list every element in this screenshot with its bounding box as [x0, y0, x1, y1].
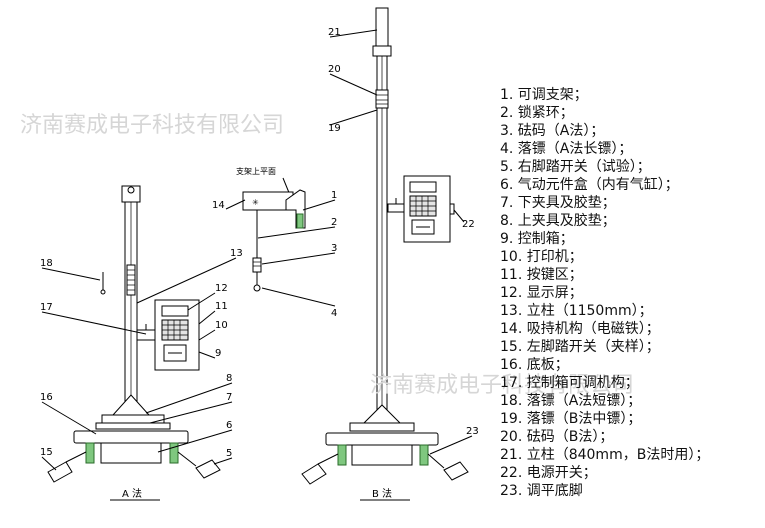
callout-16: 16: [40, 392, 53, 403]
callout-13: 13: [230, 248, 243, 259]
callout-18: 18: [40, 258, 53, 269]
legend-item: 1. 可调支架；: [500, 87, 588, 103]
callout-11: 11: [215, 301, 228, 312]
legend-item: 23. 调平底脚: [500, 483, 583, 499]
callouts: 1 2 3 4 5 6 7 8 9 10 11 12 13 14 15 16 1…: [40, 27, 479, 459]
caption-method-b: B 法: [372, 487, 392, 500]
a-display: [161, 305, 189, 317]
b-right-foot-switch: [427, 453, 469, 481]
parts-legend: 1. 可调支架； 2. 锁紧环； 3. 砝码（A法）； 4. 落镖（A法长镖）；…: [500, 87, 709, 499]
b-upper-clamp: [349, 422, 415, 432]
a-clamp-cone: [111, 394, 151, 416]
a-lower-clamp: [95, 422, 171, 430]
callout-3: 3: [331, 243, 337, 254]
legend-item: 19. 落镖（B法中镖）；: [500, 411, 641, 427]
callout-21: 21: [328, 27, 341, 38]
b-magnet-head: [372, 45, 392, 57]
callout-23: 23: [466, 426, 479, 437]
legend-item: 11. 按键区；: [500, 267, 583, 283]
callout-17: 17: [40, 302, 53, 313]
b-display: [409, 181, 437, 193]
callout-12: 12: [215, 283, 228, 294]
legend-item: 13. 立柱（1150mm）；: [500, 303, 653, 319]
b-left-foot-switch: [301, 453, 339, 485]
legend-item: 9. 控制箱；: [500, 231, 574, 247]
legend-item: 10. 打印机；: [500, 248, 583, 265]
a-base-plate: [73, 430, 189, 444]
callout-6: 6: [226, 420, 232, 431]
leader-lines: [41, 29, 473, 471]
a-left-foot-switch: [47, 451, 87, 483]
legend-item: 14. 吸持机构（电磁铁）；: [500, 321, 660, 337]
a-foot-left: [85, 442, 95, 464]
callout-7: 7: [226, 392, 232, 403]
b-clamp-cone: [362, 404, 402, 424]
legend-item: 7. 下夹具及胶垫；: [500, 194, 616, 211]
power-switch: [449, 203, 455, 215]
b-pneumatic-box: [351, 444, 413, 466]
a-method-assembly: A 法: [47, 185, 221, 501]
bracket-detail: 支架上平面 ✳: [236, 166, 306, 292]
dart-head: [253, 284, 261, 292]
legend-item: 5. 右脚踏开关（试验）；: [500, 159, 651, 175]
legend-item: 8. 上夹具及胶垫；: [500, 212, 616, 229]
callout-15: 15: [40, 447, 53, 458]
a-keypad: [161, 319, 189, 341]
legend-item: 4. 落镖（A法长镖）；: [500, 141, 632, 157]
b-foot-left: [337, 444, 347, 466]
callout-19: 19: [328, 123, 341, 134]
b-foot-right: [419, 444, 429, 466]
watermark-bottom: 济南赛成电子科技有限公司: [370, 373, 634, 398]
callout-22: 22: [462, 219, 475, 230]
b-keypad: [409, 195, 437, 217]
b-column-top: [375, 7, 389, 47]
a-pneumatic-box: [100, 442, 162, 464]
b-method-assembly: B 法: [301, 7, 469, 501]
legend-item: 16. 底板；: [500, 357, 569, 373]
callout-8: 8: [226, 373, 232, 384]
control-box-adjust: [136, 329, 156, 341]
legend-item: 18. 落镖（A法短镖）；: [500, 393, 641, 409]
locking-ring: [296, 213, 304, 229]
legend-item: 22. 电源开关；: [500, 465, 597, 481]
legend-item: 2. 锁紧环；: [500, 105, 574, 121]
watermark-top: 济南赛成电子科技有限公司: [20, 113, 284, 138]
svg-text:✳: ✳: [252, 198, 259, 207]
callout-10: 10: [215, 320, 228, 331]
legend-item: 6. 气动元件盒（内有气缸）；: [500, 176, 679, 193]
b-base-plate: [325, 432, 439, 446]
legend-item: 3. 砝码（A法）；: [500, 123, 604, 139]
callout-14: 14: [212, 200, 225, 211]
callout-1: 1: [331, 190, 337, 201]
legend-item: 17. 控制箱可调机构；: [500, 375, 639, 391]
b-weight: [375, 89, 389, 109]
a-right-foot-switch: [177, 451, 221, 479]
caption-bracket-top: 支架上平面: [236, 166, 276, 176]
caption-method-a: A 法: [122, 487, 142, 500]
legend-item: 21. 立柱（840mm，B法时用）；: [500, 447, 709, 463]
callout-5: 5: [226, 448, 232, 459]
callout-4: 4: [331, 308, 337, 319]
legend-item: 12. 显示屏；: [500, 285, 583, 301]
legend-item: 20. 砝码（B法）；: [500, 429, 613, 445]
dart-weight: [252, 257, 262, 273]
b-box-arm: [387, 203, 405, 213]
callout-2: 2: [331, 217, 337, 228]
a-foot-right: [169, 442, 179, 464]
legend-item: 15. 左脚踏开关（夹样）；: [500, 339, 660, 355]
callout-9: 9: [215, 348, 221, 359]
a-magnet-head: [121, 185, 141, 203]
callout-20: 20: [328, 64, 341, 75]
